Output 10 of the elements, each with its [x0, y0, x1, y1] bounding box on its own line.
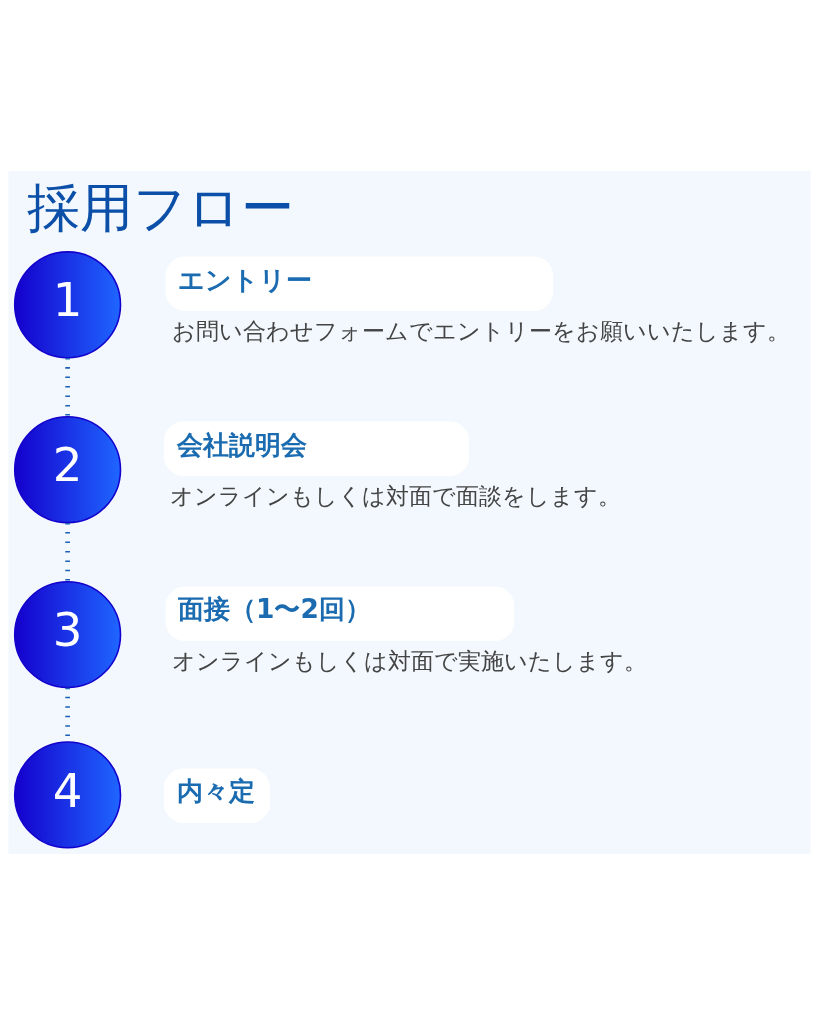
node-circle: 1: [13, 250, 122, 358]
connector: [65, 357, 70, 416]
node-circle: 4: [13, 740, 122, 849]
node-label: オンラインもしくは対面で実施いたします。: [171, 646, 647, 675]
node-circle: 2: [13, 415, 122, 523]
node-label: お問い合わせフォームでエントリーをお願いいたします。: [171, 316, 790, 345]
node-circle: 3: [13, 580, 122, 688]
connector: [65, 522, 70, 581]
node-label: オンラインもしくは対面で面談をします。: [170, 481, 622, 510]
diagram-title: 採用フロー: [26, 176, 294, 238]
